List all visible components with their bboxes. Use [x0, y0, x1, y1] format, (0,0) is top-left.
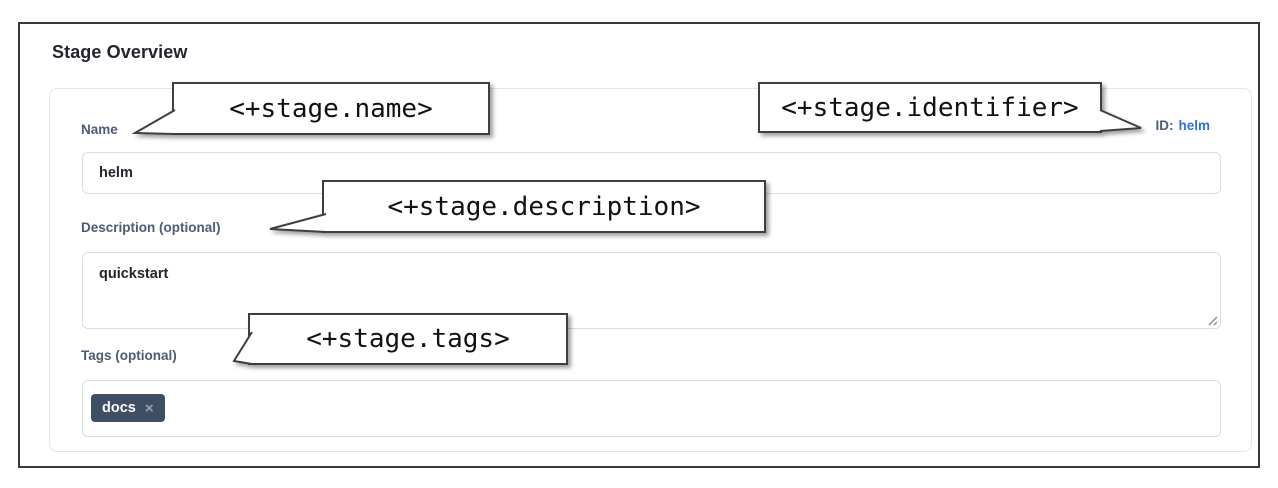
callout-stage-identifier-box: <+stage.identifier> — [758, 82, 1102, 133]
id-value-link[interactable]: helm — [1178, 118, 1210, 133]
callout-stage-identifier-tail — [1099, 109, 1142, 132]
stage-overview-panel: Name ID: helm Description (optional) qui… — [49, 88, 1252, 452]
id-label: ID: — [1155, 118, 1174, 133]
callout-stage-name-tail — [131, 109, 176, 135]
tag-chip: docs × — [91, 394, 165, 422]
name-label: Name — [81, 122, 118, 137]
callout-stage-tags-tail — [232, 331, 253, 365]
page-title: Stage Overview — [52, 42, 188, 62]
callout-stage-description-tail — [269, 213, 327, 233]
callout-stage-name-box: <+stage.name> — [172, 82, 490, 135]
callout-stage-identifier-text: <+stage.identifier> — [781, 92, 1079, 123]
tags-label: Tags (optional) — [81, 348, 177, 363]
callout-stage-description-text: <+stage.description> — [387, 191, 701, 222]
callout-stage-description-box: <+stage.description> — [322, 180, 766, 233]
description-label: Description (optional) — [81, 220, 221, 235]
tags-input[interactable]: docs × — [82, 380, 1221, 437]
callout-stage-tags-box: <+stage.tags> — [248, 313, 568, 365]
tag-chip-label: docs — [102, 400, 136, 416]
callout-stage-tags-text: <+stage.tags> — [306, 324, 510, 354]
stage-id-row: ID: helm — [1155, 118, 1210, 133]
description-textarea[interactable]: quickstart — [82, 252, 1221, 329]
tag-remove-icon[interactable]: × — [144, 399, 154, 417]
textarea-resize-icon[interactable] — [1205, 313, 1219, 327]
callout-stage-name-text: <+stage.name> — [229, 93, 433, 124]
